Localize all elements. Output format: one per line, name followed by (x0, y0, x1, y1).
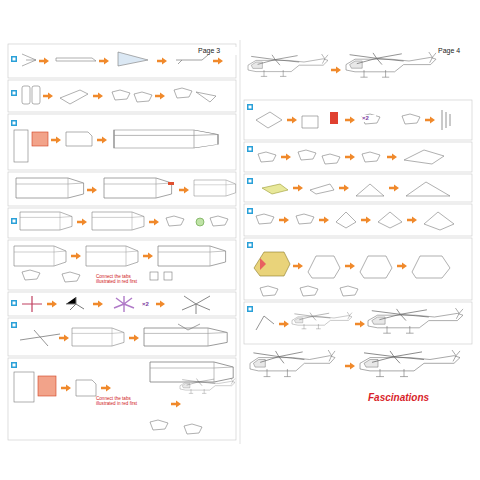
brand-logo: Fascinations (368, 392, 429, 404)
note-text: Connect the tabs illustrated in red firs… (96, 396, 146, 407)
note-text: ×2 (142, 301, 156, 308)
note-text: ×2 (362, 115, 376, 122)
note-text: Connect the tabs illustrated in red firs… (96, 274, 146, 285)
page-number: Page 4 (438, 47, 476, 55)
page-number: Page 3 (198, 47, 238, 55)
